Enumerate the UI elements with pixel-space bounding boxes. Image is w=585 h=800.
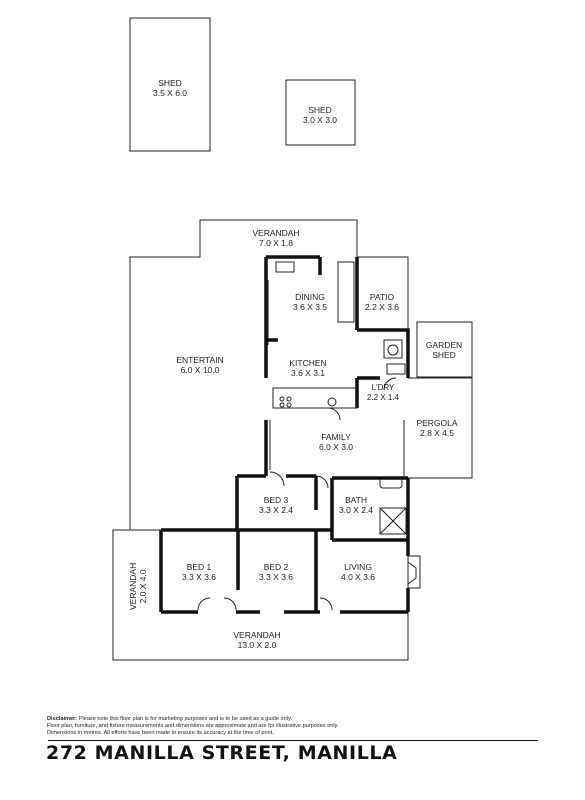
disclaimer: Disclaimer: Please note this floor plan …: [47, 716, 537, 737]
divider-line: [48, 740, 538, 741]
shed-outline: [129, 17, 211, 152]
patio-outline: [357, 256, 409, 378]
disclaimer-line3: Dimensions in metres. All efforts have b…: [47, 730, 274, 736]
verandah-left-bottom-outline: [112, 529, 409, 661]
property-address: 272 MANILLA STREET, MANILLA: [46, 742, 398, 764]
disclaimer-line1: Please note this floor plan is for marke…: [78, 716, 292, 722]
disclaimer-line2: Floor plan, furniture, and fixture measu…: [47, 723, 339, 729]
disclaimer-label: Disclaimer:: [47, 716, 78, 722]
garden-shed-outline: [416, 321, 473, 378]
pergola-outline: [404, 377, 473, 479]
shed-small-outline: [285, 79, 356, 146]
